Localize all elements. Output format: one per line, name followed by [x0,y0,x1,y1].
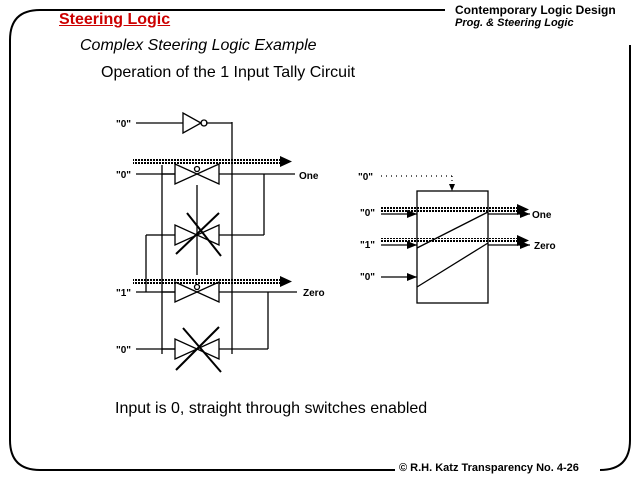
output-label-one: One [299,171,319,182]
steering-path-zero [133,276,292,287]
block-output-label-one: One [532,210,552,221]
output-label-zero: Zero [303,288,325,299]
slide-title: Steering Logic [59,11,171,28]
transmission-gate-3 [174,280,220,304]
footer-credit: © R.H. Katz Transparency No. 4-26 [399,462,579,474]
transmission-gate-2-disabled [174,212,222,257]
course-title: Contemporary Logic Design [455,3,616,17]
tally-block [416,190,489,304]
transmission-gate-1 [174,162,220,186]
transmission-gate-4-disabled [174,326,222,373]
block-control-label: "0" [358,172,373,183]
input-label-4: "0" [116,345,131,356]
chapter-title: Prog. & Steering Logic [455,17,574,29]
section-heading: Operation of the 1 Input Tally Circuit [101,64,356,81]
input-label-3: "1" [116,288,131,299]
block-input-label-1: "0" [360,208,375,219]
input-label-1: "0" [116,119,131,130]
block-path-one [381,207,519,212]
input-label-2: "0" [116,170,131,181]
slide-subtitle: Complex Steering Logic Example [80,37,317,54]
block-input-label-3: "0" [360,272,375,283]
block-input-label-2: "1" [360,240,375,251]
steering-path-one [133,156,292,167]
slide-caption: Input is 0, straight through switches en… [115,400,428,417]
block-output-label-zero: Zero [534,241,556,252]
block-path-zero [381,238,519,243]
inverter-gate [182,111,208,135]
